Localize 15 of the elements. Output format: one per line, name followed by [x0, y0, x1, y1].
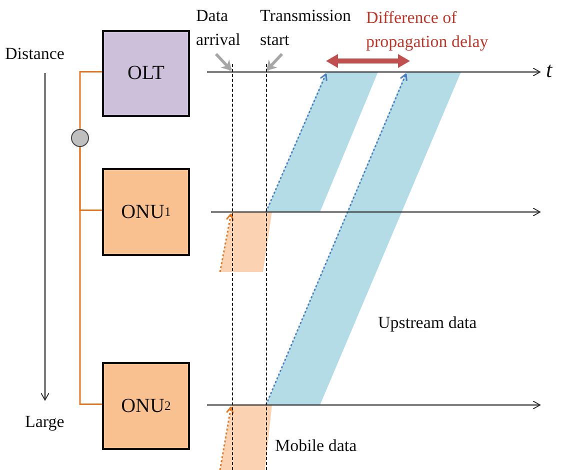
- annotation-text: Upstream data: [378, 312, 478, 334]
- axis-label: t: [546, 58, 554, 82]
- axis-label: Large: [25, 411, 66, 433]
- arrow: [214, 52, 232, 72]
- axis-label: Distance: [5, 43, 66, 65]
- fiber-line: [79, 147, 102, 405]
- splitter-circle: [71, 129, 89, 147]
- annotation-text: Mobile data: [275, 435, 358, 457]
- arrow: [266, 52, 284, 72]
- annotation-text: Difference of propagation delay: [366, 7, 490, 53]
- dashed-line: [266, 64, 267, 470]
- dashed-line: [232, 64, 233, 470]
- device-box: OLT: [102, 30, 190, 117]
- fiber-line: [79, 71, 102, 129]
- annotation-text: Data arrival: [196, 4, 256, 52]
